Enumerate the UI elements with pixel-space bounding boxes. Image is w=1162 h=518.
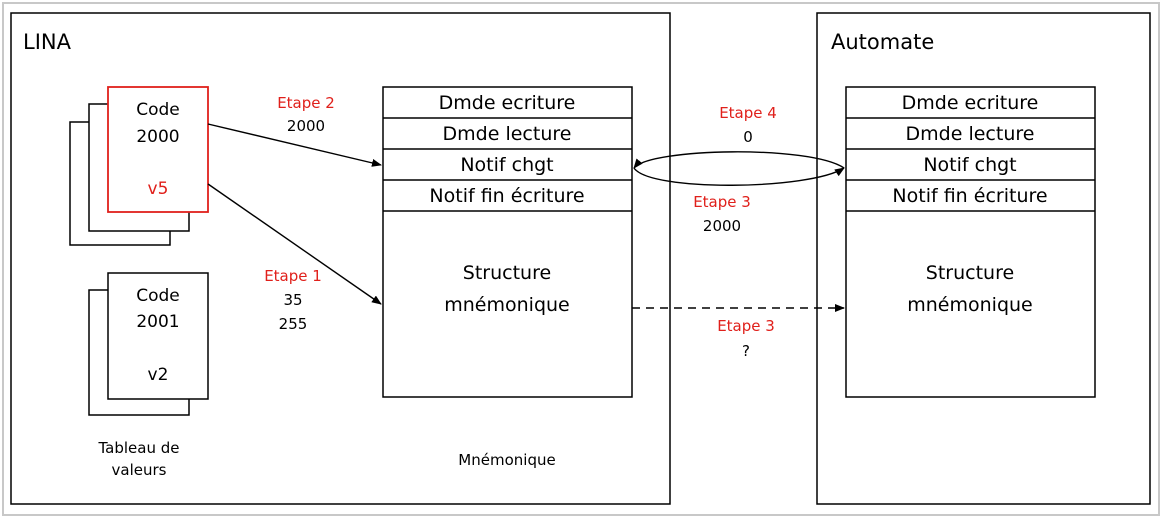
arrow-etape4 [633,151,845,169]
card-code-2000-label: Code [136,100,180,120]
automate-title: Automate [831,30,934,54]
etape3-top-value: 2000 [703,217,741,235]
mnemonic-caption: Mnémonique [458,451,555,469]
arrow-etape2 [207,123,382,167]
card-code-2001 [107,272,209,400]
card-code-2001-version: v2 [148,365,169,385]
etape1-value-line1: 35 [283,291,302,309]
card-code-2001-number: 2001 [136,312,179,332]
mnemonic-automate-row-dmde-ecriture: Dmde ecriture [902,92,1039,114]
mnemonic-automate-box [845,86,1096,398]
etape3-bottom-label: Etape 3 [717,317,775,335]
table-caption-line1: Tableau de [97,439,179,457]
etape1-label: Etape 1 [264,267,322,285]
mnemonic-automate-row-notif-chgt: Notif chgt [923,154,1016,176]
etape4-value: 0 [743,128,753,146]
mnemonic-automate-row-notif-fin-ecriture: Notif fin écriture [892,185,1047,207]
etape4-label: Etape 4 [719,104,777,122]
mnemonic-automate-structure-line2: mnémonique [907,294,1033,316]
mnemonic-left-box [382,86,633,398]
mnemonic-left-structure-line1: Structure [463,262,551,284]
mnemonic-left-structure-line2: mnémonique [444,294,570,316]
card-code-2000 [107,86,209,213]
mnemonic-automate-structure-line1: Structure [926,262,1014,284]
etape2-label: Etape 2 [277,94,335,112]
table-caption-line2: valeurs [112,461,167,479]
mnemonic-left-row-dmde-ecriture: Dmde ecriture [439,92,576,114]
card-code-2000-number: 2000 [136,127,179,147]
card-code-2001-label: Code [136,286,180,306]
etape2-value: 2000 [287,117,325,135]
mnemonic-automate-row-dmde-lecture: Dmde lecture [906,123,1035,145]
arrow-etape1 [207,183,382,305]
mnemonic-left-row-dmde-lecture: Dmde lecture [443,123,572,145]
etape3-bottom-value: ? [742,342,750,360]
mnemonic-left-row-notif-fin-ecriture: Notif fin écriture [429,185,584,207]
mnemonic-left-row-notif-chgt: Notif chgt [460,154,553,176]
etape3-top-label: Etape 3 [693,193,751,211]
etape1-value-line2: 255 [279,315,308,333]
arrow-etape3-top [633,167,845,186]
card-code-2000-version: v5 [148,179,169,199]
lina-title: LINA [23,30,72,54]
